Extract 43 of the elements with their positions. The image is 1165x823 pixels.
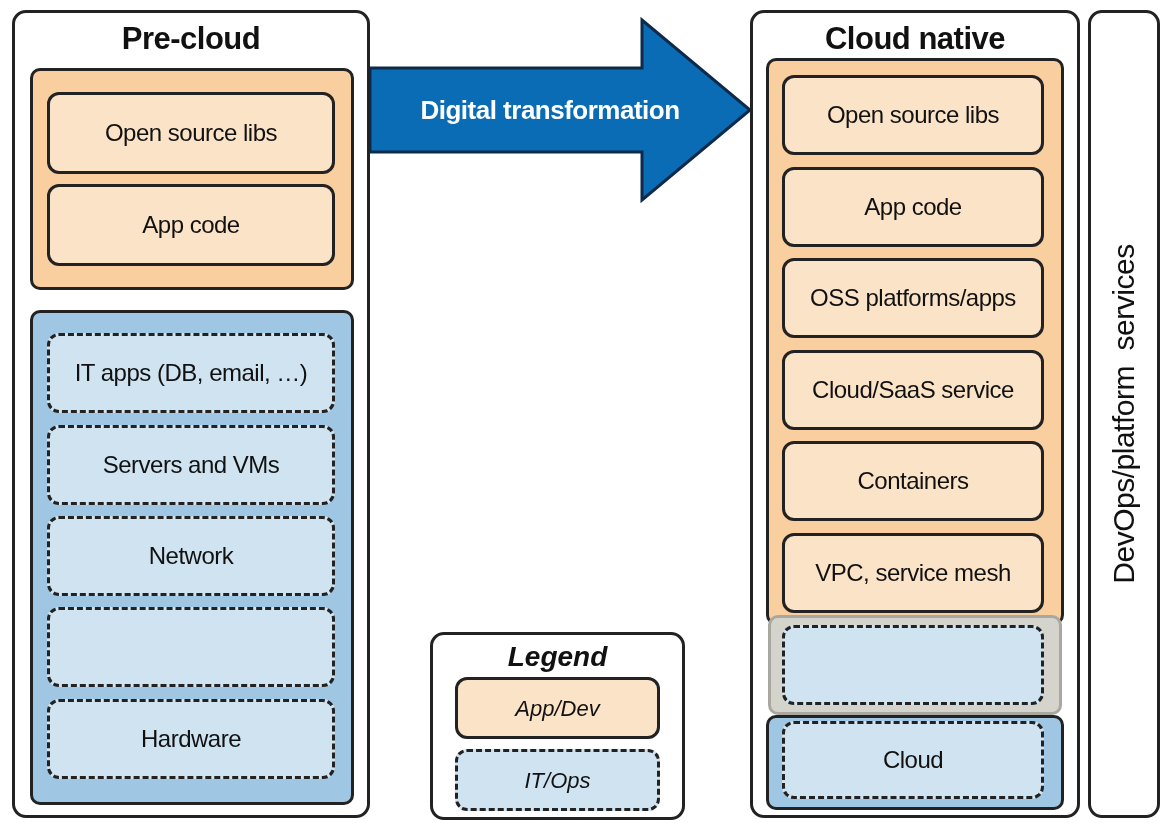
layer-box [782, 721, 1044, 799]
layer-label: IT apps (DB, email, …) [74, 359, 308, 387]
stack-panel [12, 10, 370, 818]
legend-swatch: IT/Ops [455, 749, 660, 811]
layer-box [47, 699, 335, 779]
layer-label: App code [142, 211, 240, 239]
layer-box [47, 333, 335, 413]
layer-label: Containers [857, 467, 969, 495]
panel-title: Pre-cloud [120, 20, 262, 58]
ops-layer-group [766, 715, 1064, 810]
stack-panel [750, 10, 1080, 818]
layer-label: VPC, service mesh [815, 559, 1011, 587]
layer-box [47, 184, 335, 266]
layer-label: OSS platforms/apps [810, 284, 1016, 312]
legend-swatch: App/Dev [455, 677, 660, 739]
layer-box [782, 625, 1044, 705]
layer-box [782, 441, 1044, 521]
layer-label: Open source libs [826, 101, 1000, 129]
layer-box [47, 425, 335, 505]
layer-box [782, 167, 1044, 247]
layer-box [47, 516, 335, 596]
layer-label: Cloud/SaaS service [812, 376, 1014, 404]
legend-title: Legend [506, 640, 609, 674]
transformation-arrow [368, 16, 753, 204]
layer-box [782, 350, 1044, 430]
edge-label: Digital transformation [420, 94, 680, 126]
layer-label: Servers and VMs [102, 451, 280, 479]
layer-box [782, 258, 1044, 338]
layer-box [47, 607, 335, 687]
layer-box [47, 92, 335, 174]
layer-label: App code [864, 193, 962, 221]
layer-label: Cloud [882, 746, 944, 774]
app-layer-group [30, 68, 354, 290]
layer-box [782, 75, 1044, 155]
side-panel [1088, 10, 1160, 818]
panel-title: Cloud native [824, 20, 1006, 58]
ops-layer-group [30, 310, 354, 805]
layer-label: Open source libs [104, 119, 278, 147]
layer-label: Network [148, 542, 234, 570]
side-label: DevOps/platform services [1107, 244, 1141, 584]
layer-box [782, 533, 1044, 613]
layer-label: Hardware [140, 725, 241, 753]
highlight-box [768, 615, 1062, 715]
